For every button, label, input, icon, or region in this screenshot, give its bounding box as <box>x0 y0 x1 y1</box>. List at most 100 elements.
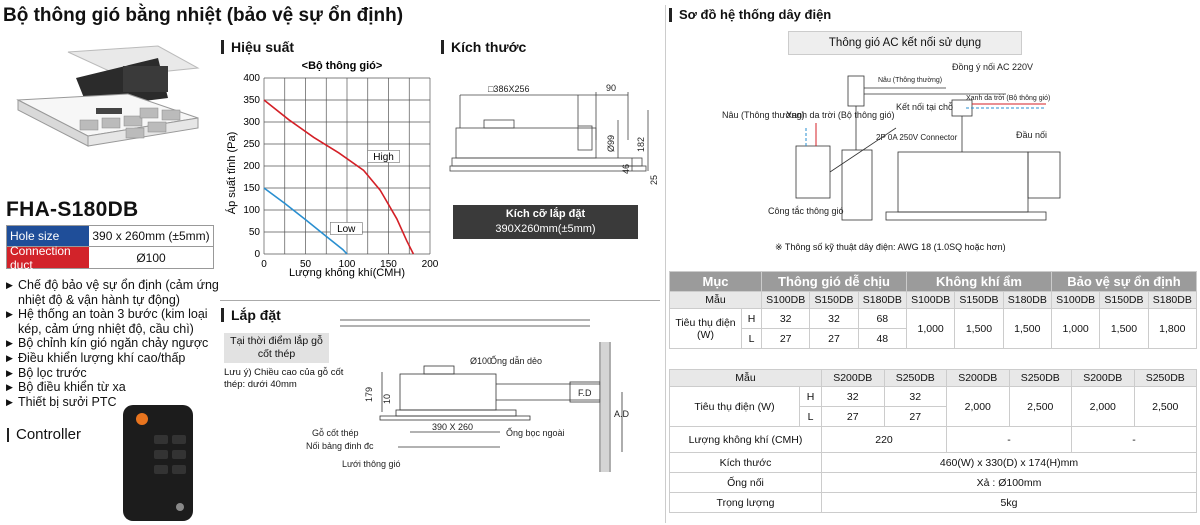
list-item: Bộ lọc trước <box>6 366 221 381</box>
x-tick-label: 150 <box>380 259 397 270</box>
install-drawing: Ø100 Ống dẫn dẻo 179 10 390 X 260 F.D A.… <box>306 319 630 472</box>
spec-table-1: Mục Thông gió dễ chịu Không khí ẩm Bảo v… <box>669 271 1198 349</box>
remote-controller-image <box>123 405 193 521</box>
table-header-group: Không khí ẩm <box>905 271 1052 292</box>
list-item: Chế độ bảo vệ sự ổn định (cảm ứng nhiệt … <box>6 278 221 307</box>
spec-value: 390 x 260mm (±5mm) <box>92 229 210 243</box>
table-cell: 27 <box>760 328 811 349</box>
table-cell: S250DB <box>1133 369 1197 387</box>
model-name: FHA-S180DB <box>6 198 139 221</box>
install-size-title: Kích cỡ lắp đặt <box>505 208 586 220</box>
table-cell: 2,500 <box>1133 386 1197 427</box>
table-cell: S200DB <box>821 369 885 387</box>
table-cell: 460(W) x 330(D) x 174(H)mm <box>821 452 1197 473</box>
dimensions-title: Kích thước <box>441 40 526 54</box>
section-divider <box>220 300 660 301</box>
wiring-blue-top: Xanh da trời (Bộ thông gió) <box>966 95 1050 102</box>
install-390: 390 X 260 <box>432 422 473 432</box>
table-cell: S150DB <box>809 291 859 309</box>
table-cell: S150DB <box>1099 291 1149 309</box>
wiring-brown: Nâu (Thông thường) <box>722 110 804 120</box>
table-cell: S200DB <box>946 369 1010 387</box>
table-cell: S250DB <box>1008 369 1072 387</box>
install-note: Lưu ý) Chiều cao của gỗ cốt thép: dưới 4… <box>224 367 344 390</box>
series-line-high <box>263 99 415 255</box>
wiring-end: Đầu nối <box>1016 130 1047 140</box>
spec-value: Ø100 <box>136 250 166 265</box>
x-tick-label: 0 <box>261 259 267 270</box>
y-tick-label: 250 <box>243 139 260 150</box>
table-cell: 2,500 <box>1008 386 1072 427</box>
table-cell: 32 <box>883 386 947 407</box>
spec-label: Connection duct <box>7 244 89 272</box>
table-cell: Ống nối <box>669 472 822 493</box>
spec-label: Hole size <box>7 226 89 246</box>
series-label-high: High <box>373 152 394 163</box>
table-cell: 1,500 <box>1099 308 1149 349</box>
y-tick-label: 300 <box>243 117 260 128</box>
table-cell: 32 <box>760 308 811 329</box>
feature-list: Chế độ bảo vệ sự ổn định (cảm ứng nhiệt … <box>6 278 221 409</box>
series-line-low <box>263 187 348 255</box>
table-cell: 1,800 <box>1147 308 1198 349</box>
table-cell: 5kg <box>821 492 1197 513</box>
install-title: Lắp đặt <box>221 308 281 322</box>
install-size-box: Kích cỡ lắp đặt 390X260mm(±5mm) <box>453 205 638 239</box>
list-item: Hệ thống an toàn 3 bước (kim loại kép, c… <box>6 307 221 336</box>
spec-hole-size: Hole size 390 x 260mm (±5mm) <box>6 225 214 247</box>
table-cell: 2,000 <box>1071 386 1135 427</box>
dimension-drawing: □386X256 90 Ø99 182 46 25 <box>449 83 659 185</box>
table-cell: S180DB <box>1147 291 1198 309</box>
y-tick-label: 150 <box>243 183 260 194</box>
wiring-box: Thông gió AC kết nối sử dụng <box>788 31 1022 55</box>
table-cell: S150DB <box>954 291 1004 309</box>
chart-title: <Bộ thông gió> <box>302 60 383 72</box>
dim-46: 46 <box>621 164 631 174</box>
table-cell: 2,000 <box>946 386 1010 427</box>
table-cell: Kích thước <box>669 452 822 473</box>
series-label-box <box>367 150 400 163</box>
x-tick-label: 200 <box>422 259 439 270</box>
table-cell: S200DB <box>1071 369 1135 387</box>
install-ceiling-label: Nối bảng đinh đc <box>306 441 374 451</box>
table-cell: S100DB <box>760 291 811 309</box>
table-cell: 68 <box>857 308 907 329</box>
table-cell: Tiêu thụ điện (W) <box>669 308 742 349</box>
list-item: Bộ điều khiển từ xa <box>6 380 221 395</box>
install-size-value: 390X260mm(±5mm) <box>495 223 596 235</box>
install-grille-label: Lưới thông gió <box>342 459 400 469</box>
install-note-box: Tại thời điểm lắp gỗ cốt thép <box>224 333 329 363</box>
column-divider <box>665 5 666 523</box>
table-header-group: Bảo vệ sự ổn định <box>1050 271 1198 292</box>
table-cell: H <box>799 386 822 407</box>
spec-table: Hole size 390 x 260mm (±5mm) Connection … <box>6 225 214 272</box>
wiring-blue: Xanh da trời (Bộ thông gió) <box>786 110 894 120</box>
table-cell: 32 <box>809 308 859 329</box>
wiring-ac: Đồng ý nối AC 220V <box>952 62 1033 72</box>
list-item: Bộ chỉnh kín gió ngăn chảy ngược <box>6 336 221 351</box>
y-tick-label: 400 <box>243 73 260 84</box>
table-cell: 1,000 <box>905 308 956 349</box>
install-pipe-label: Ống bọc ngoài <box>506 427 565 438</box>
table-cell: - <box>1071 426 1197 453</box>
table-cell: Mẫu <box>669 291 762 309</box>
table-cell: 27 <box>883 406 947 427</box>
table-cell: L <box>799 406 822 427</box>
table-cell: 27 <box>809 328 859 349</box>
y-tick-label: 100 <box>243 205 260 216</box>
performance-title: Hiệu suất <box>221 40 294 54</box>
install-duct-dim: Ø100 <box>470 356 492 366</box>
y-tick-label: 200 <box>243 161 260 172</box>
table-cell: 1,500 <box>954 308 1004 349</box>
chart-series <box>263 99 415 255</box>
wiring-switch: Công tắc thông gió <box>768 206 844 216</box>
spec-connection-duct: Connection duct Ø100 <box>6 244 214 272</box>
y-axis-label: Áp suất tĩnh (Pa) <box>225 132 238 215</box>
product-image <box>16 45 200 147</box>
spec-table-2: Mẫu S200DB S250DB S200DB S250DB S200DB S… <box>669 369 1197 513</box>
table-header-item: Mục <box>669 271 762 292</box>
dim-99: Ø99 <box>606 135 616 152</box>
install-duct-label: Ống dẫn dẻo <box>490 355 542 366</box>
